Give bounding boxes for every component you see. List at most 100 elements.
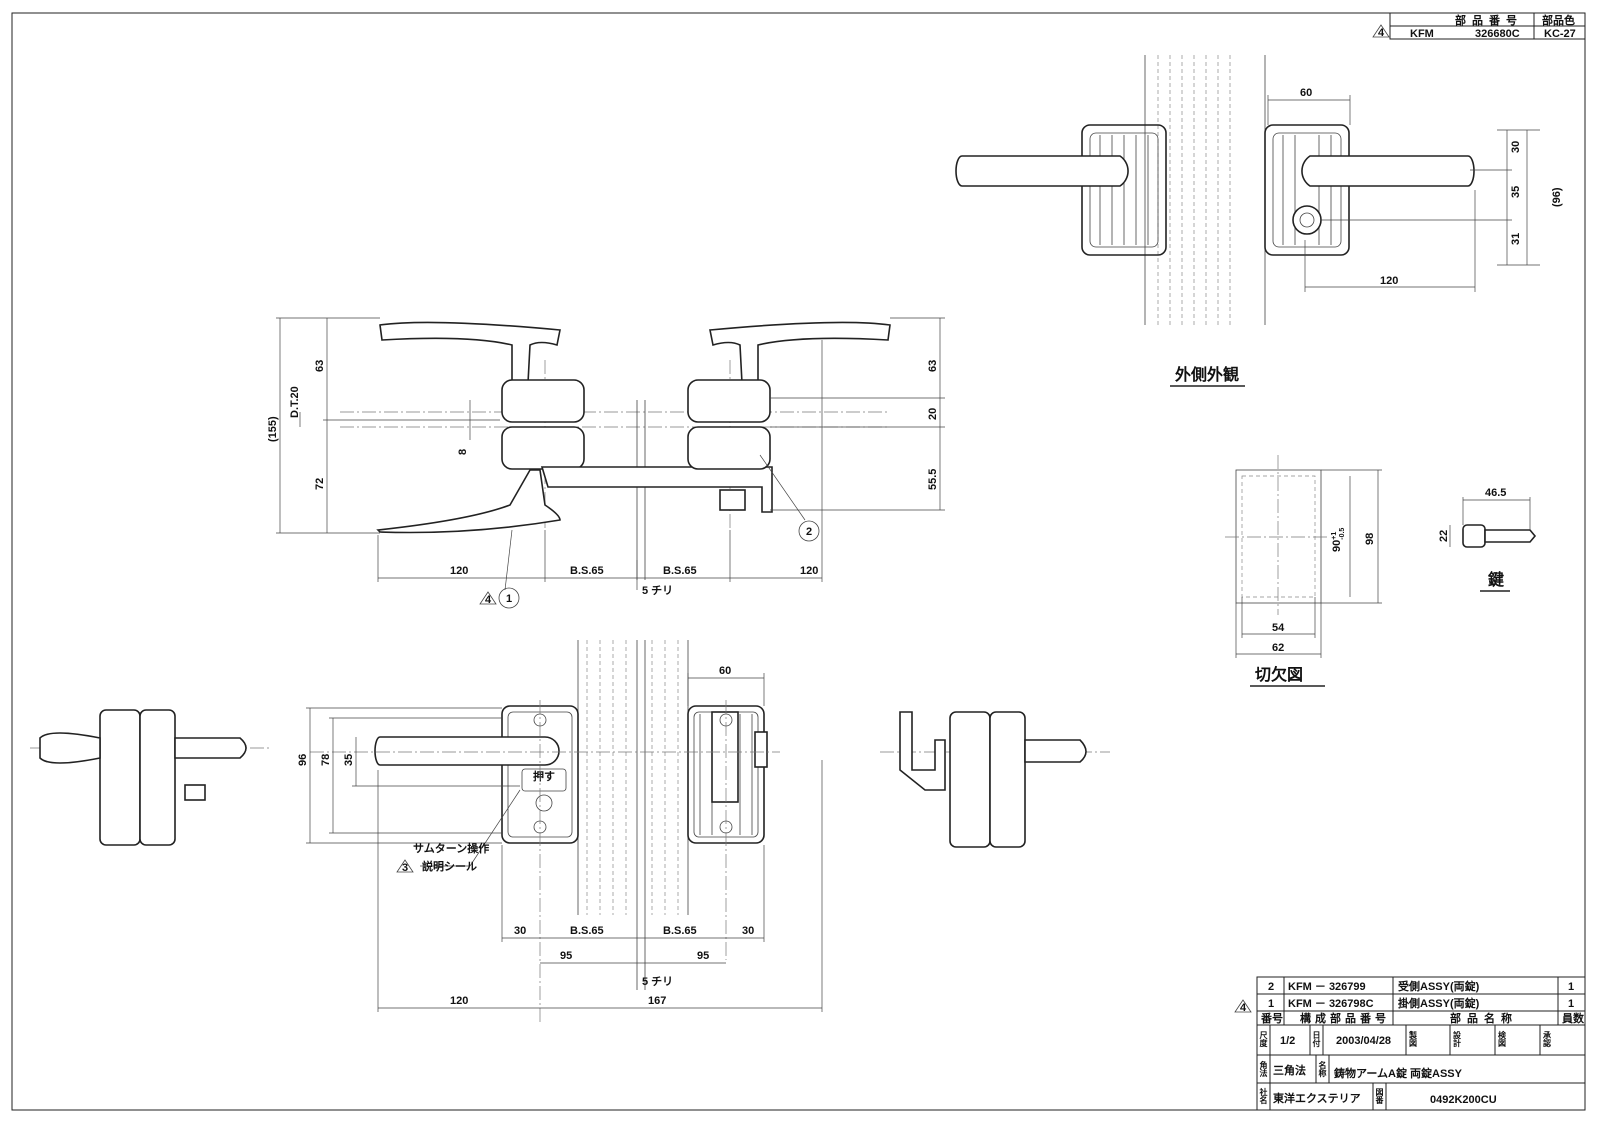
dim-120-right: 120 xyxy=(800,565,818,577)
drawing-number: 0492K200CU xyxy=(1430,1094,1497,1106)
dim-30: 30 xyxy=(1510,141,1522,153)
dim-8: 8 xyxy=(457,449,469,455)
dim-bs65-left: B.S.65 xyxy=(570,925,604,937)
dim-155-ref: (155) xyxy=(267,416,279,442)
header-no: 番号 xyxy=(1260,1011,1283,1025)
balloon-1 xyxy=(498,587,520,609)
title-block: 尺度 1/2 日付 2003/04/28 製図 設計 検図 承認 角法 三角法 … xyxy=(1256,1024,1586,1111)
cutout-inner-width: 54 xyxy=(1272,622,1285,634)
dim-72: 72 xyxy=(314,478,326,490)
thumbturn-sticker xyxy=(521,768,567,792)
exterior-view-title: 外側外観 xyxy=(1174,365,1239,384)
dim-95-left: 95 xyxy=(560,950,572,962)
dim-120: 120 xyxy=(450,995,468,1007)
revision-mark: 4 xyxy=(485,594,492,606)
balloon-1-label: 1 xyxy=(506,593,512,605)
drawing-frame xyxy=(11,12,1586,1111)
exterior-view: 60 30 35 31 (96) 120 外側外観 xyxy=(955,55,1563,387)
clearance-label: 5 チリ xyxy=(642,584,673,597)
scale-value: 1/2 xyxy=(1280,1035,1295,1047)
scale-label: 尺度 xyxy=(1258,1031,1268,1048)
balloon-2-label: 2 xyxy=(806,526,812,538)
part-number-block: 部品番号 部品色 KFM 326680C KC-27 4 xyxy=(1372,12,1586,40)
dim-120-left: 120 xyxy=(450,565,468,577)
revision-mark: 4 xyxy=(1378,27,1385,39)
revision-mark: 3 xyxy=(402,862,408,874)
projection-label: 角法 xyxy=(1259,1060,1268,1078)
row-1-code: KFM － 326798C xyxy=(1288,998,1374,1010)
clearance-label: 5 チリ xyxy=(642,975,673,988)
part-color-label: 部品色 xyxy=(1542,13,1575,27)
left-side-view xyxy=(30,709,270,846)
cutout-outer-height: 98 xyxy=(1364,533,1376,545)
row-1-no: 1 xyxy=(1268,998,1274,1010)
top-view: 押す 96 78 35 60 30 B.S.65 B.S.65 30 95 95… xyxy=(297,640,823,1025)
date-label: 日付 xyxy=(1312,1031,1321,1048)
projection-value: 三角法 xyxy=(1273,1063,1306,1077)
row-2-code: KFM － 326799 xyxy=(1288,981,1366,993)
note-line-2: 説明シール xyxy=(422,859,477,873)
dim-120: 120 xyxy=(1380,275,1398,287)
dim-30-right: 30 xyxy=(742,925,754,937)
dim-bs65-right: B.S.65 xyxy=(663,925,697,937)
balloon-2 xyxy=(798,520,820,542)
dim-60: 60 xyxy=(1300,87,1312,99)
revision-triangle-icon xyxy=(396,859,414,873)
dim-167: 167 xyxy=(648,995,666,1007)
header-name: 部品名称 xyxy=(1450,1011,1518,1025)
key-height-dim: 22 xyxy=(1438,530,1450,542)
cutout-view: 90+1-0.5 98 54 62 切欠図 xyxy=(1225,455,1382,687)
dim-35: 35 xyxy=(1510,186,1522,198)
dim-55-5: 55.5 xyxy=(927,469,939,490)
dim-30-left: 30 xyxy=(514,925,526,937)
row-2-qty: 1 xyxy=(1568,981,1574,993)
dim-31: 31 xyxy=(1510,233,1522,245)
drawn-label: 製図 xyxy=(1409,1030,1418,1048)
cutout-outer-width: 62 xyxy=(1272,642,1284,654)
dim-63-right: 63 xyxy=(927,360,939,372)
company-name: 東洋エクステリア xyxy=(1273,1091,1361,1105)
header-qty: 員数 xyxy=(1561,1011,1585,1025)
dim-78: 78 xyxy=(320,754,332,766)
header-code: 構成部品番号 xyxy=(1300,1011,1390,1025)
dim-95-right: 95 xyxy=(697,950,709,962)
dim-dt20: D.T.20 xyxy=(289,386,301,418)
drawing-no-label: 図番 xyxy=(1374,1088,1384,1105)
sticker-label: 押す xyxy=(533,769,555,783)
revision-triangle-icon xyxy=(479,591,497,605)
key-view: 46.5 22 鍵 xyxy=(1438,487,1537,592)
revision-triangle-icon xyxy=(1372,24,1390,38)
date-value: 2003/04/28 xyxy=(1336,1035,1391,1047)
dim-96-ref: (96) xyxy=(1551,187,1563,207)
row-2-name: 受側ASSY(両錠) xyxy=(1398,979,1480,993)
company-label: 社名 xyxy=(1259,1087,1268,1105)
parts-list: 2 KFM － 326799 受側ASSY(両錠) 1 1 KFM － 3267… xyxy=(1234,976,1586,1026)
dim-63-left: 63 xyxy=(314,360,326,372)
maker-code: KFM xyxy=(1410,28,1434,40)
revision-mark: 4 xyxy=(1240,1002,1247,1014)
dim-35: 35 xyxy=(343,754,355,766)
name-label: 名称 xyxy=(1318,1060,1327,1078)
drawing-name: 鋳物アームA錠 両錠ASSY xyxy=(1333,1066,1463,1080)
key-view-title: 鍵 xyxy=(1488,570,1504,589)
front-view: 63 D.T.20 (155) 8 72 63 20 55.5 120 B.S.… xyxy=(267,317,945,609)
revision-triangle-icon xyxy=(1234,999,1252,1013)
part-number: 326680C xyxy=(1475,28,1520,40)
row-2-no: 2 xyxy=(1268,981,1274,993)
dim-20: 20 xyxy=(927,408,939,420)
key-length-dim: 46.5 xyxy=(1485,487,1506,499)
dim-96: 96 xyxy=(297,754,309,766)
right-side-view xyxy=(880,711,1110,848)
design-label: 設計 xyxy=(1452,1030,1462,1048)
row-1-qty: 1 xyxy=(1568,998,1574,1010)
dim-bs65-right: B.S.65 xyxy=(663,565,697,577)
part-color: KC-27 xyxy=(1544,28,1576,40)
part-number-label: 部品番号 xyxy=(1455,13,1523,27)
approve-label: 承認 xyxy=(1543,1031,1552,1048)
dim-bs65-left: B.S.65 xyxy=(570,565,604,577)
check-label: 検図 xyxy=(1497,1030,1507,1048)
cutout-view-title: 切欠図 xyxy=(1255,665,1303,684)
note-line-1: サムターン操作 xyxy=(413,841,489,855)
row-1-name: 掛側ASSY(両錠) xyxy=(1398,996,1480,1010)
